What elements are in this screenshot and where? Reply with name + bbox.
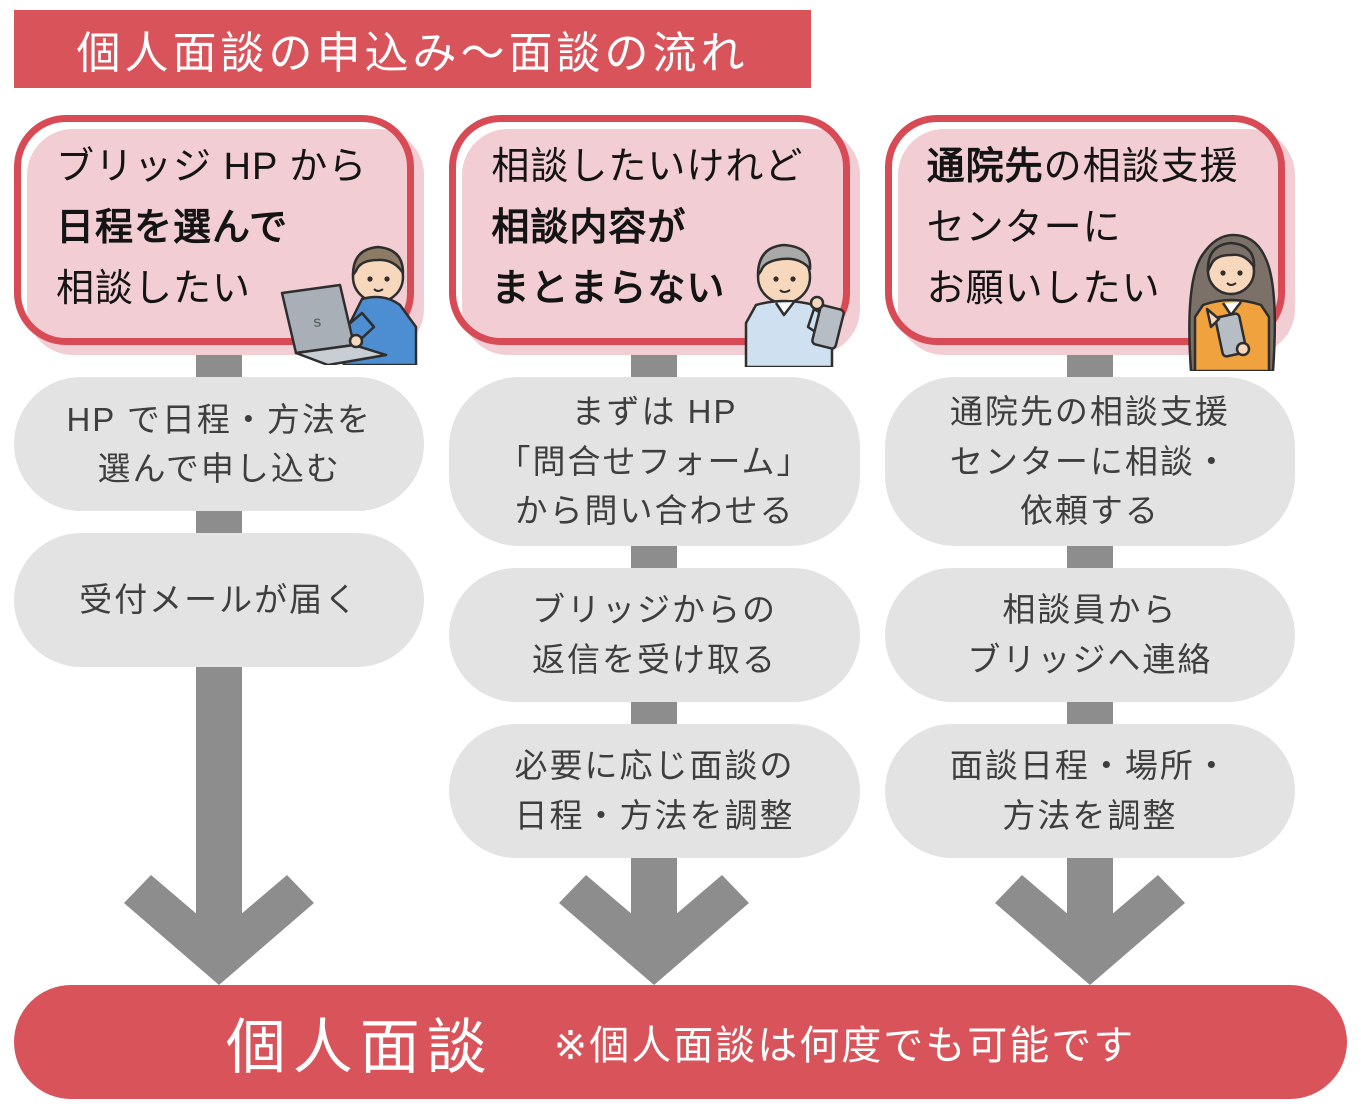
flow-step-line: 必要に応じ面談の [514,747,795,784]
flow-step-line: 方法を調整 [1002,796,1178,834]
flow-connector [631,545,678,568]
elderly-man-with-phone-illustration [720,235,870,369]
flow-step: 必要に応じ面談の日程・方法を調整 [449,723,860,858]
flow-step-line: から問い合わせる [514,492,795,529]
entry-card-line-segment: まとまらない [491,267,726,310]
flow-column: ブリッジ HP から日程を選んで相談したい s HP で日程・方法を選んで申し込… [14,115,425,985]
entry-card-line-segment: 相談したいけれど [491,146,804,188]
entry-card-line: まとまらない [491,259,803,320]
flow-step-line: ブリッジへ連絡 [967,640,1213,678]
entry-card: ブリッジ HP から日程を選んで相談したい s [14,115,425,367]
flow-step-line: まずは HP [571,393,738,430]
down-arrow-stem [196,667,243,873]
flow-step: 相談員からブリッジへ連絡 [884,567,1295,702]
entry-card: 通院先の相談支援センターにお願いしたい [884,115,1295,373]
flow-step-line: 依頼する [1019,492,1160,529]
down-arrow-head-icon [124,873,315,985]
entry-card-text: 通院先の相談支援センターにお願いしたい [927,137,1239,319]
flow-columns: ブリッジ HP から日程を選んで相談したい s HP で日程・方法を選んで申し込… [14,115,1295,985]
entry-card-text: 相談したいけれど相談内容がまとまらない [491,137,803,319]
flow-column: 通院先の相談支援センターにお願いしたい 通院先の相談支援センターに相談・依頼する… [884,115,1295,985]
down-arrow-stem [1066,857,1113,873]
flow-connector [1066,545,1113,568]
flow-column: 相談したいけれど相談内容がまとまらない まずは HP 「問合せフォーム」から問い合… [449,115,860,985]
flow-step: ブリッジからの返信を受け取る [449,567,860,702]
entry-card-line: 相談したい [56,259,367,320]
flow-step-line: 面談日程・場所・ [949,747,1230,784]
flow-step-line: 受付メールが届く [79,581,360,619]
flow-connector [1066,701,1113,724]
flow-step-line: 選んで申し込む [97,450,341,487]
entry-card-line-segment: お願いしたい [926,267,1161,310]
result-note: ※個人面談は何度でも可能です [553,1024,1136,1068]
flow-step-line: 日程・方法を調整 [514,796,795,834]
flow-step: まずは HP 「問合せフォーム」から問い合わせる [449,377,860,546]
flow-step: 通院先の相談支援センターに相談・依頼する [884,377,1295,546]
entry-card-line: 相談したいけれど [491,137,803,198]
entry-card-line-segment: の相談支援 [1043,146,1239,188]
entry-card-outline [884,115,1285,345]
entry-card-outline [14,115,415,345]
flow-step-line: 返信を受け取る [531,640,777,678]
down-arrow-head-icon [994,873,1185,985]
flow-connector [631,701,678,724]
person-with-laptop-illustration: s [278,233,418,367]
flow-step: 受付メールが届く [14,533,425,667]
entry-card-line: ブリッジ HP から [56,137,367,198]
entry-card-line: センターに [927,198,1239,259]
entry-card-line-segment: ブリッジ HP から [56,146,368,188]
entry-card-line-segment: センターに [926,206,1122,249]
woman-with-phone-illustration [1161,223,1301,373]
entry-card-line: 相談内容が [491,198,803,259]
down-arrow [885,857,1295,985]
down-arrow [14,667,424,985]
entry-card-line-segment: 日程を選んで [56,206,289,249]
flow-step-line: ブリッジからの [531,591,777,628]
flow-step-line: 「問合せフォーム」 [497,442,812,480]
entry-card: 相談したいけれど相談内容がまとまらない [449,115,860,369]
entry-card-line: お願いしたい [927,259,1239,320]
result-banner: 個人面談 ※個人面談は何度でも可能です [14,985,1347,1099]
flow-connector [1066,355,1113,377]
down-arrow-stem [631,857,678,873]
flow-step: HP で日程・方法を選んで申し込む [14,377,425,511]
entry-card-outline [449,115,850,345]
svg-text:s: s [313,313,322,331]
entry-card-line-segment: 相談内容が [491,206,687,249]
page-title: 個人面談の申込み〜面談の流れ [14,10,811,88]
down-arrow [449,857,859,985]
flow-connector [631,355,678,377]
down-arrow-head-icon [559,873,750,985]
entry-card-line: 通院先の相談支援 [927,137,1239,198]
entry-card-line-segment: 通院先 [926,146,1044,188]
result-title: 個人面談 [225,1013,494,1081]
flow-connector [196,355,243,377]
flow-step-line: 通院先の相談支援 [949,393,1230,430]
flow-step: 面談日程・場所・方法を調整 [884,723,1295,858]
flow-connector [196,511,243,533]
entry-card-line-segment: 相談したい [56,267,252,310]
entry-card-text: ブリッジ HP から日程を選んで相談したい [56,137,367,319]
flow-step-line: 相談員から [1002,591,1178,628]
flow-step-line: HP で日程・方法を [66,400,372,438]
entry-card-line: 日程を選んで [56,198,367,259]
flow-step-line: センターに相談・ [949,442,1230,480]
